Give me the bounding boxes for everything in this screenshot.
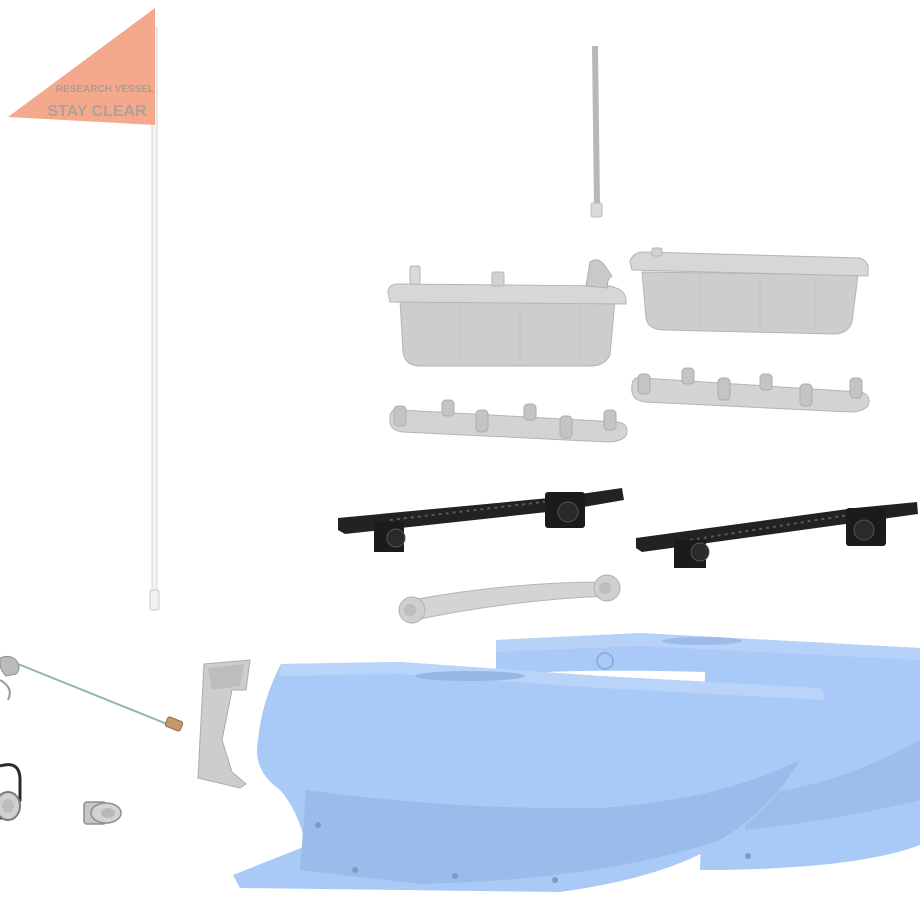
battery-box-left	[387, 259, 627, 367]
flag-pole-base	[149, 589, 160, 611]
flag-pennant	[8, 8, 155, 125]
black-rail-right	[636, 502, 918, 568]
mount-bracket-left	[389, 399, 628, 443]
cable-gland	[83, 801, 122, 825]
sensor-cable	[0, 655, 184, 732]
flag-text-line1: RESEARCH VESSEL	[56, 84, 154, 95]
hull-left	[233, 662, 827, 892]
rudder	[197, 659, 251, 789]
battery-box-right	[629, 247, 869, 335]
antenna	[590, 46, 603, 218]
cable-connector	[0, 763, 22, 821]
flag-text-line2: STAY CLEAR	[47, 103, 147, 120]
mount-bracket-right	[631, 367, 870, 413]
cross-tube	[398, 574, 621, 624]
warning-flag: RESEARCH VESSEL STAY CLEAR	[8, 8, 160, 611]
black-rail-left	[338, 488, 624, 552]
